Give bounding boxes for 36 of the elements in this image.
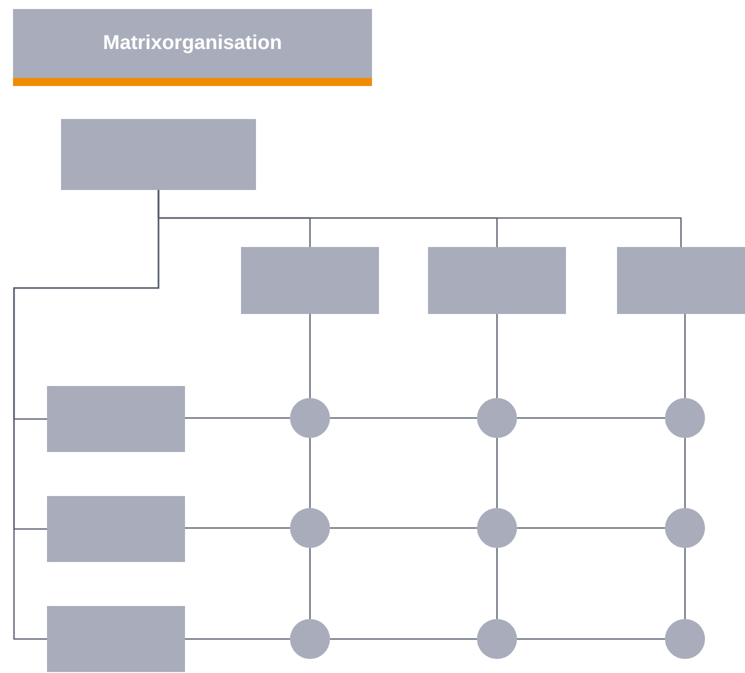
junction-circle	[290, 619, 330, 659]
connector-line	[330, 638, 477, 640]
connector-line	[684, 314, 686, 398]
connector-line	[684, 438, 686, 508]
connector-line	[185, 417, 290, 419]
connector-line	[330, 527, 477, 529]
connector-line	[185, 527, 290, 529]
connector-line	[517, 527, 665, 529]
junction-circle	[477, 398, 517, 438]
unit-box	[47, 496, 185, 562]
connector-line	[517, 417, 665, 419]
junction-circle	[477, 619, 517, 659]
unit-box	[241, 247, 379, 314]
connector-line	[684, 548, 686, 619]
connector-line	[309, 314, 311, 398]
connector-line	[185, 638, 290, 640]
title-banner: Matrixorganisation	[13, 9, 372, 86]
unit-box	[47, 386, 185, 452]
junction-circle	[290, 508, 330, 548]
unit-box	[428, 247, 566, 314]
connector-line	[496, 314, 498, 398]
connector-line	[517, 638, 665, 640]
unit-box	[617, 247, 745, 314]
connector-line	[309, 548, 311, 619]
connector-line	[496, 548, 498, 619]
connector-line	[330, 417, 477, 419]
junction-circle	[665, 508, 705, 548]
junction-circle	[665, 398, 705, 438]
connector-line	[309, 438, 311, 508]
unit-box	[61, 119, 256, 190]
connector-line	[496, 438, 498, 508]
unit-box	[47, 606, 185, 672]
junction-circle	[290, 398, 330, 438]
junction-circle	[665, 619, 705, 659]
connector-line	[13, 190, 160, 640]
junction-circle	[477, 508, 517, 548]
